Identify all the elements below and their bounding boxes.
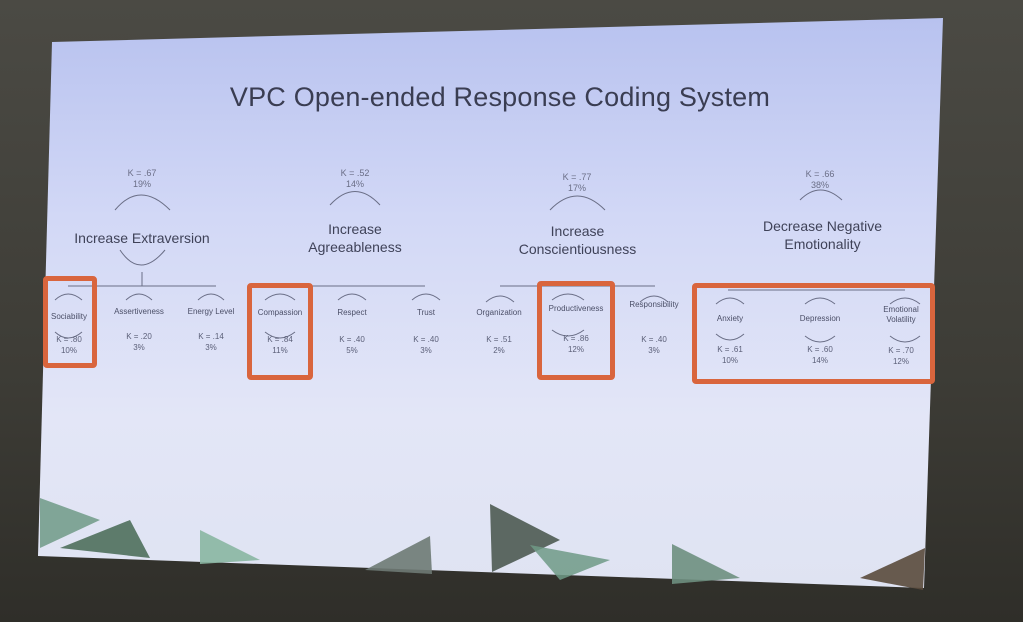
facet-anxiety-kappa: K = .61 [717,345,743,354]
facet-assertiveness-pct: 3% [133,343,145,352]
domain-4-pct: 38% [810,180,829,190]
facet-energy-level-label: Energy Level [187,307,235,316]
facet-energy-level-stats: K = .14 3% [180,331,242,353]
domain-4-kappa: K = .66 [805,169,835,179]
facet-responsibility-kappa: K = .40 [641,335,667,344]
facet-depression-label: Depression [799,314,841,323]
facet-responsibility-label: Responsibility [629,300,679,309]
facet-compassion-pct: 11% [272,346,288,355]
facet-respect-stats: K = .40 5% [328,334,376,356]
facet-organization-stats: K = .51 2% [468,334,530,356]
facet-responsibility-stats: K = .40 3% [620,334,688,356]
facet-anxiety-pct: 10% [721,356,738,365]
domain-3-kappa: K = .77 [562,172,592,182]
facet-respect-label: Respect [337,308,367,317]
slide-title: VPC Open-ended Response Coding System [229,82,771,112]
facet-organization-label: Organization [476,308,522,317]
facet-sociability-kappa: K = .80 [56,335,82,344]
facet-responsibility-pct: 3% [648,346,660,355]
facet-emotional-volatility-stats: K = .70 12% [876,345,926,367]
facet-compassion-stats: K = .84 11% [254,334,306,356]
highlight-productiveness [537,281,615,380]
facet-sociability-stats: K = .80 10% [45,334,93,356]
domain-1-kappa: K = .67 [127,168,157,178]
decorative-triangles [40,498,925,590]
facet-energy-level-pct: 3% [205,343,217,352]
domain-2-stats: K = .52 14% [325,168,385,190]
facet-depression-stats: K = .60 14% [790,344,850,366]
facet-compassion-label: Compassion [257,308,303,317]
facet-sociability-pct: 10% [60,346,77,355]
domain-3-stats: K = .77 17% [547,172,607,194]
domain-4-label: Decrease Negative Emotionality [762,218,883,252]
domain-1-stats: K = .67 19% [112,168,172,190]
facet-emotional-volatility-label: Emotional Volatility [883,305,919,324]
facet-emotional-volatility-kappa: K = .70 [888,346,914,355]
facet-respect-pct: 5% [346,346,358,355]
facet-emotional-volatility-pct: 12% [892,357,909,366]
domain-4-stats: K = .66 38% [790,169,850,191]
facet-productiveness-kappa: K = .86 [563,334,589,343]
facet-assertiveness-kappa: K = .20 [126,332,152,341]
facet-respect-kappa: K = .40 [339,335,365,344]
facet-trust-label: Trust [417,308,435,317]
highlight-negative-emotionality-facets [692,283,935,384]
facet-trust-stats: K = .40 3% [403,334,449,356]
domain-3-pct: 17% [567,183,586,193]
facet-anxiety-stats: K = .61 10% [702,344,758,366]
facet-depression-pct: 14% [811,356,828,365]
facet-productiveness-pct: 12% [567,345,584,354]
facet-assertiveness-label: Assertiveness [114,307,164,316]
highlight-sociability [43,276,97,368]
facet-assertiveness-stats: K = .20 3% [110,331,168,353]
facet-trust-pct: 3% [420,346,432,355]
domain-3-label: Increase Conscientiousness [518,223,637,257]
tree-connectors [54,189,921,343]
domain-1-pct: 19% [132,179,151,189]
facet-productiveness-stats: K = .86 12% [544,333,608,355]
highlight-compassion [247,283,313,380]
domain-2-label: Increase Agreeableness [308,221,402,255]
facet-compassion-kappa: K = .84 [267,335,293,344]
facet-anxiety-label: Anxiety [716,314,744,323]
domain-2-kappa: K = .52 [340,168,370,178]
facet-trust-kappa: K = .40 [413,335,439,344]
domain-2-pct: 14% [345,179,364,189]
domain-1-label: Increase Extraversion [74,230,210,246]
facet-sociability-label: Sociability [50,312,87,321]
facet-depression-kappa: K = .60 [807,345,833,354]
facet-organization-kappa: K = .51 [486,335,512,344]
facet-organization-pct: 2% [493,346,505,355]
facet-productiveness-label: Productiveness [548,304,604,313]
facet-energy-level-kappa: K = .14 [198,332,224,341]
projection-screen [38,18,943,588]
